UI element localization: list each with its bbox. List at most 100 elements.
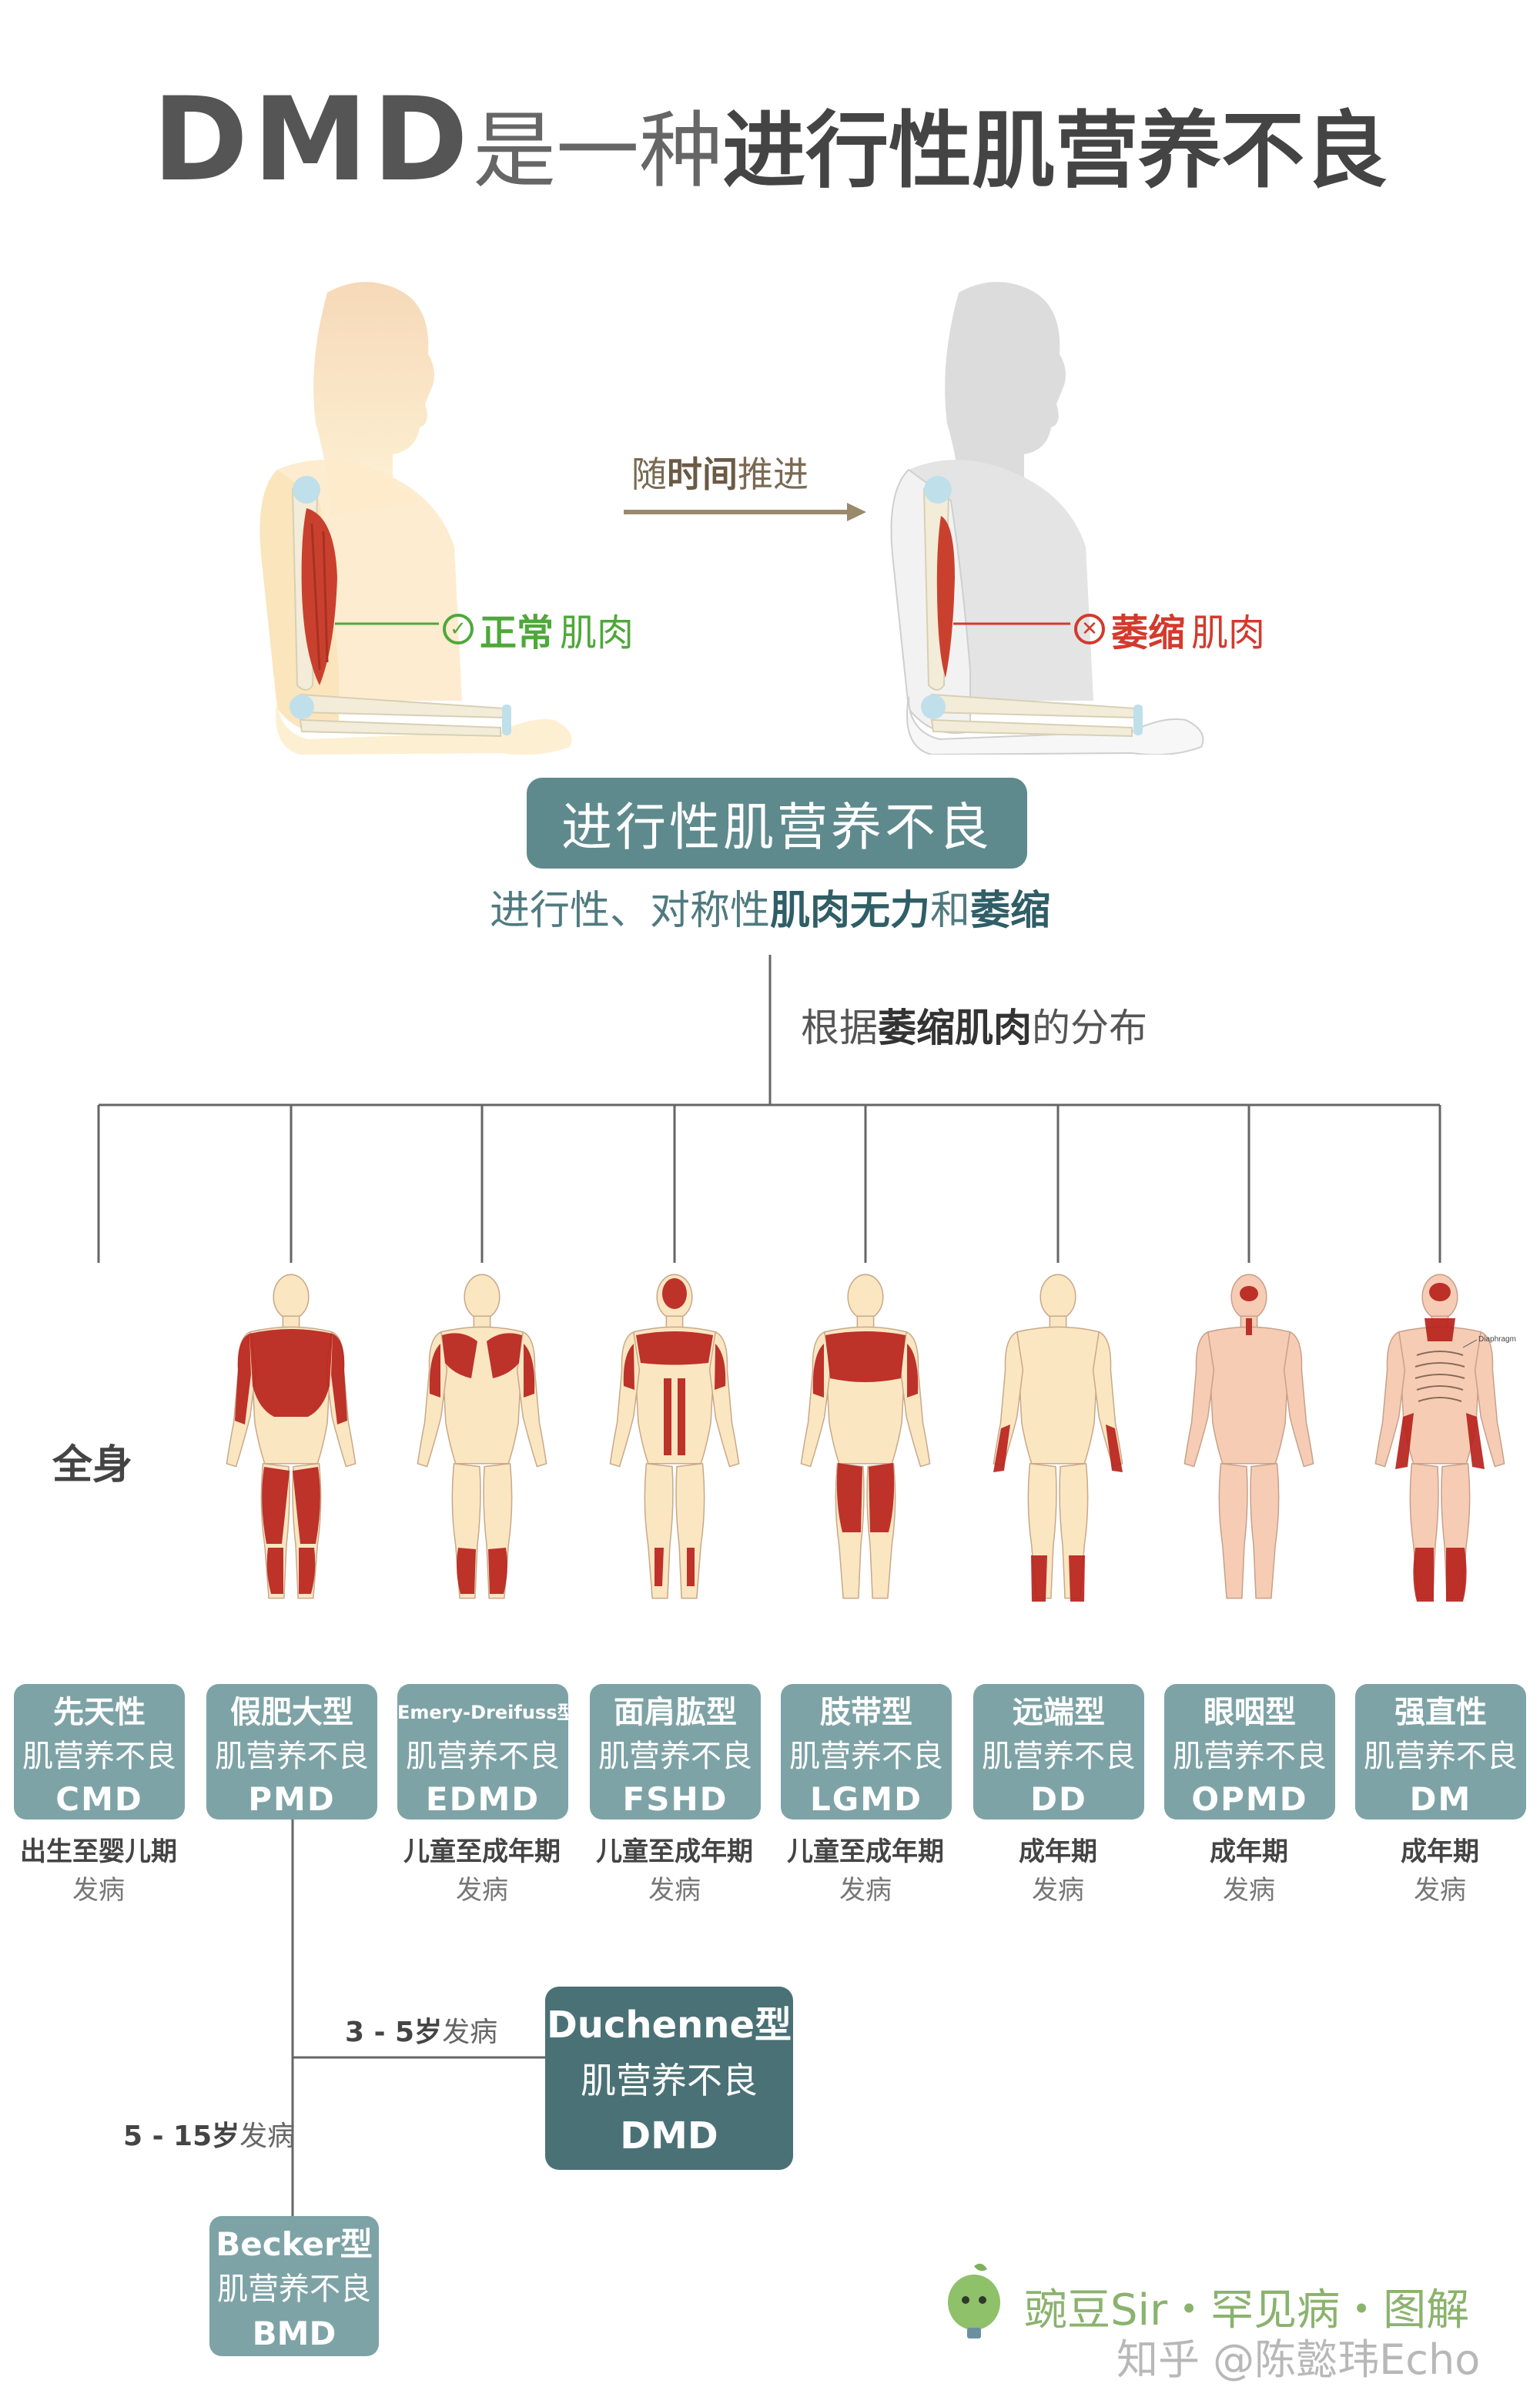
type-name: 假肥大型	[230, 1695, 353, 1730]
arrow-bold: 时间	[667, 454, 738, 495]
type-abbr: FSHD	[622, 1780, 728, 1818]
atrophy-label-bold: 萎缩	[1111, 611, 1186, 654]
pea-mascot-icon	[948, 2263, 1000, 2338]
type-desc: 肌营养不良	[789, 1739, 943, 1774]
cross-circle-icon: ✕	[1074, 614, 1105, 644]
atrophy-muscle-label: ✕ 萎缩肌肉	[1074, 602, 1265, 656]
onset-text: 发病	[456, 1875, 508, 1906]
type-name: 面肩肱型	[614, 1695, 737, 1730]
type-abbr: CMD	[55, 1780, 143, 1818]
onset-age: 儿童至成年期	[403, 1836, 561, 1867]
onset-age: 成年期	[1019, 1836, 1097, 1867]
onset-dd: 成年期 发病	[962, 1833, 1154, 1910]
desc-bold-1: 肌肉无力	[769, 888, 930, 934]
type-abbr: OPMD	[1191, 1780, 1308, 1818]
page-title: DMD是一种进行性肌营养不良	[0, 73, 1540, 207]
check-circle-icon: ✓	[443, 614, 474, 644]
type-box-fshd: 面肩肱型 肌营养不良 FSHD	[590, 1684, 761, 1820]
desc-mid: 和	[930, 888, 971, 934]
type-name: Emery-Dreifuss型	[397, 1702, 576, 1723]
normal-label-rest: 肌肉	[560, 611, 634, 654]
type-name: 肢带型	[820, 1695, 912, 1730]
becker-age-rest: 发病	[239, 2121, 296, 2152]
branch-description: 根据萎缩肌肉的分布	[801, 997, 1147, 1053]
type-abbr: PMD	[248, 1780, 336, 1818]
type-box-pmd: 假肥大型 肌营养不良 PMD	[206, 1684, 377, 1820]
time-arrow-label: 随时间推进	[631, 447, 808, 497]
dmd-abbr: DMD	[620, 2114, 718, 2158]
onset-age: 儿童至成年期	[787, 1836, 944, 1867]
time-arrow	[624, 503, 866, 521]
branch-pre: 根据	[801, 1006, 878, 1050]
becker-onset-age: 5 - 15岁发病	[123, 2114, 295, 2154]
type-desc: 肌营养不良	[22, 1739, 176, 1774]
body-figures: Diaphragm	[226, 1274, 1516, 1602]
type-abbr: EDMD	[425, 1780, 541, 1818]
arrow-pre: 随	[631, 454, 667, 495]
type-abbr: LGMD	[810, 1780, 922, 1818]
onset-age: 儿童至成年期	[596, 1836, 753, 1867]
type-box-edmd: Emery-Dreifuss型 肌营养不良 EDMD	[397, 1684, 576, 1820]
type-desc: 肌营养不良	[598, 1739, 752, 1774]
branch-post: 的分布	[1032, 1006, 1147, 1050]
onset-cmd: 出生至婴儿期 发病	[2, 1833, 195, 1910]
type-desc: 肌营养不良	[982, 1739, 1136, 1774]
atrophy-arm-illustration	[890, 282, 1204, 755]
onset-lgmd: 儿童至成年期 发病	[769, 1833, 962, 1910]
onset-fshd: 儿童至成年期 发病	[578, 1833, 771, 1910]
onset-dm: 成年期 发病	[1344, 1833, 1536, 1910]
type-box-dd: 远端型 肌营养不良 DD	[973, 1684, 1144, 1820]
type-name: 眼咽型	[1204, 1695, 1296, 1730]
type-name: 强直性	[1394, 1695, 1487, 1730]
atrophy-label-rest: 肌肉	[1191, 611, 1266, 654]
onset-text: 发病	[839, 1875, 892, 1906]
type-desc: 肌营养不良	[1173, 1739, 1327, 1774]
onset-edmd: 儿童至成年期 发病	[386, 1833, 578, 1910]
becker-box: Becker型 肌营养不良 BMD	[209, 2216, 379, 2356]
dmd-name: Duchenne型	[546, 2004, 792, 2047]
dmd-age-rest: 发病	[442, 2017, 498, 2048]
credit-watermark: 知乎 @陈懿玮Echo	[1116, 2335, 1481, 2384]
type-box-cmd: 先天性 肌营养不良 CMD	[14, 1684, 185, 1820]
brand-label: 豌豆Sir・罕见病・图解	[1024, 2285, 1470, 2335]
type-abbr: DM	[1409, 1780, 1472, 1818]
onset-text: 发病	[72, 1875, 125, 1906]
onset-opmd: 成年期 发病	[1153, 1833, 1345, 1910]
arrow-post: 推进	[738, 454, 808, 495]
becker-desc: 肌营养不良	[217, 2272, 371, 2307]
branch-bold: 萎缩肌肉	[878, 1006, 1032, 1050]
becker-age-bold: 5 - 15岁	[123, 2121, 240, 2152]
title-connector: 是一种	[473, 103, 723, 199]
main-category-box: 进行性肌营养不良	[527, 778, 1027, 869]
becker-abbr: BMD	[252, 2315, 336, 2352]
type-desc: 肌营养不良	[406, 1739, 560, 1774]
onset-text: 发病	[1032, 1875, 1084, 1906]
onset-age: 成年期	[1210, 1836, 1288, 1867]
dmd-age-bold: 3 - 5岁	[345, 2017, 443, 2048]
normal-arm-illustration	[259, 282, 572, 755]
type-desc: 肌营养不良	[215, 1739, 369, 1774]
dmd-box: Duchenne型 肌营养不良 DMD	[545, 1987, 793, 2170]
type-name: 先天性	[53, 1695, 146, 1730]
type-abbr: DD	[1030, 1780, 1087, 1818]
whole-body-label: 全身	[52, 1442, 133, 1488]
becker-name: Becker型	[216, 2225, 373, 2263]
desc-pre: 进行性、对称性	[489, 888, 770, 934]
onset-age: 成年期	[1401, 1836, 1479, 1867]
desc-bold-2: 萎缩	[970, 888, 1051, 934]
onset-text: 发病	[648, 1875, 701, 1906]
onset-text: 发病	[1223, 1875, 1275, 1906]
type-box-dm: 强直性 肌营养不良 DM	[1355, 1684, 1526, 1820]
title-disease: 进行性肌营养不良	[722, 103, 1388, 199]
onset-text: 发病	[1414, 1875, 1466, 1906]
type-box-opmd: 眼咽型 肌营养不良 OPMD	[1164, 1684, 1335, 1820]
main-description: 进行性、对称性肌肉无力和萎缩	[0, 878, 1540, 936]
dmd-onset-age: 3 - 5岁发病	[345, 2010, 497, 2050]
type-box-lgmd: 肢带型 肌营养不良 LGMD	[781, 1684, 952, 1820]
type-desc: 肌营养不良	[1364, 1739, 1518, 1774]
type-name: 远端型	[1013, 1695, 1105, 1730]
diaphragm-label: Diaphragm	[1478, 1335, 1516, 1344]
onset-age: 出生至婴儿期	[20, 1836, 177, 1867]
dmd-desc: 肌营养不良	[581, 2060, 758, 2101]
